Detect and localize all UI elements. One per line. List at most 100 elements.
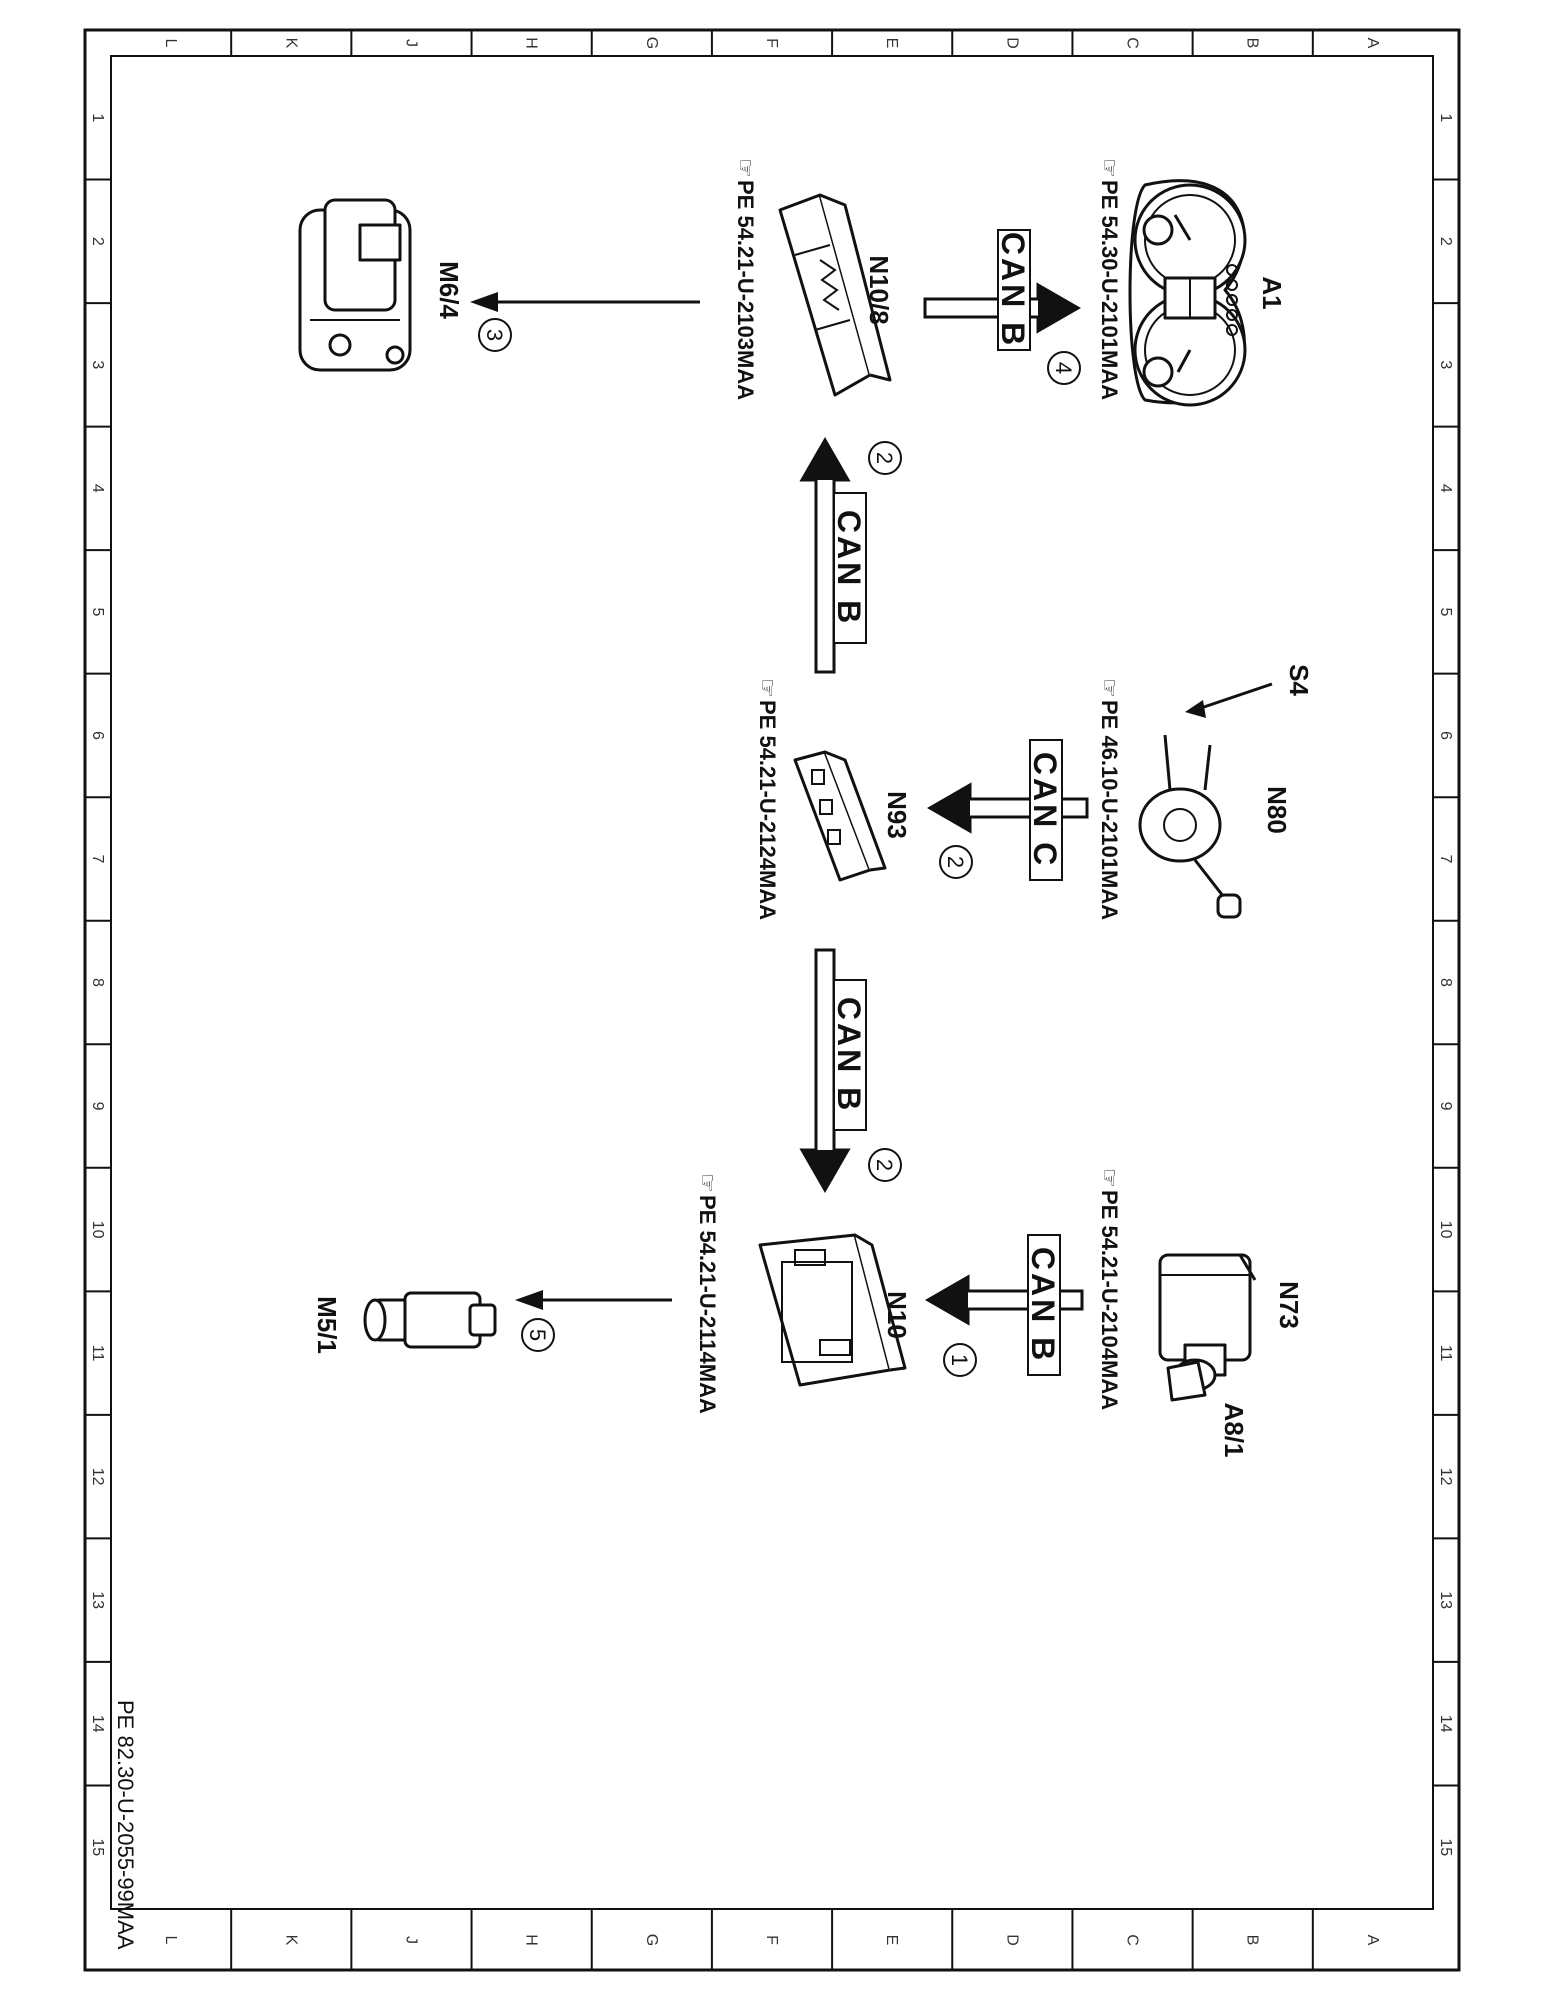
grid-number-label: 13 <box>89 1591 106 1609</box>
can-label-n80-n93: CAN C <box>1027 752 1063 868</box>
grid-letter-label: F <box>763 38 780 48</box>
grid-number-label: 7 <box>1437 855 1454 864</box>
grid-letter-label: G <box>643 37 660 49</box>
grid-letter-label: A <box>1364 38 1381 49</box>
step-badge-4: 4 <box>1047 351 1081 385</box>
inner-frame <box>110 55 1434 1910</box>
can-box-n10-8-a1 <box>997 229 1031 351</box>
arrow-n93-to-n10-8 <box>799 436 851 674</box>
grid-number-label: 12 <box>89 1468 106 1486</box>
n10-reference: PE 54.21-U-2114MAA <box>695 1195 720 1414</box>
n10-8-label: N10/8 <box>864 255 894 324</box>
n80-reference: PE 46.10-U-2101MAA <box>1097 700 1122 920</box>
n93-label: N93 <box>882 791 912 839</box>
grid-letter-label: E <box>883 38 900 49</box>
n80-label: N80 <box>1262 786 1292 834</box>
n10-8-reference-pointer-icon: ☞ <box>733 158 758 178</box>
grid-number-label: 1 <box>1437 113 1454 122</box>
svg-text:2: 2 <box>872 452 897 464</box>
grid-letter-label: B <box>1244 38 1261 49</box>
n73-ignition-switch-icon <box>1158 1253 1257 1377</box>
grid-number-label: 15 <box>89 1838 106 1856</box>
n10-8-module-icon <box>778 193 892 397</box>
s4-label: S4 <box>1284 664 1314 696</box>
n10-8-reference: PE 54.21-U-2103MAA <box>733 180 758 400</box>
a1-reference-pointer-icon: ☞ <box>1097 158 1122 178</box>
step-badge-2-upper: 2 <box>868 441 902 475</box>
grid-number-label: 5 <box>1437 607 1454 616</box>
grid-number-label: 4 <box>89 484 106 493</box>
grid-number-label: 10 <box>1437 1221 1454 1239</box>
grid-letter-label: H <box>523 1934 540 1946</box>
n10-label: N10 <box>882 1291 912 1339</box>
grid-number-label: 1 <box>89 113 106 122</box>
arrow-n73-to-n10 <box>924 1274 1084 1326</box>
n93-reference-pointer-icon: ☞ <box>755 678 780 698</box>
grid-number-label: 3 <box>89 360 106 369</box>
grid-letter-label: G <box>643 1934 660 1946</box>
outer-frame <box>83 28 1461 1972</box>
grid-letter-label: K <box>282 38 299 49</box>
m5-1-label: M5/1 <box>312 1296 342 1354</box>
grid-letter-label: J <box>402 39 419 47</box>
svg-text:2: 2 <box>943 856 968 868</box>
grid-number-label: 12 <box>1437 1468 1454 1486</box>
grid-letter-label: B <box>1244 1935 1261 1946</box>
can-box-n73-n10 <box>1027 1234 1061 1376</box>
arrow-n10-to-m5-1 <box>515 1290 672 1310</box>
a1-label: A1 <box>1257 276 1287 309</box>
svg-text:1: 1 <box>947 1354 972 1366</box>
grid-letter-label: C <box>1124 37 1141 49</box>
grid-letter-label: E <box>883 1935 900 1946</box>
grid-number-label: 5 <box>89 607 106 616</box>
drawing-number: PE 82.30-U-2055-99MAA <box>113 1700 138 1950</box>
svg-text:3: 3 <box>482 329 507 341</box>
s4-pointer-arrowhead <box>1185 700 1206 718</box>
step-badge-3: 3 <box>478 318 512 352</box>
grid-letter-label: L <box>162 39 179 48</box>
m6-4-label: M6/4 <box>434 261 464 319</box>
instrument-cluster-icon <box>1128 179 1247 407</box>
grid-number-label: 13 <box>1437 1591 1454 1609</box>
svg-text:5: 5 <box>525 1329 550 1341</box>
grid-number-label: 9 <box>89 1102 106 1111</box>
grid-letter-label: K <box>282 1935 299 1946</box>
grid-number-label: 7 <box>89 855 106 864</box>
step-badge-5: 5 <box>521 1318 555 1352</box>
grid-number-label: 2 <box>89 237 106 246</box>
step-badge-2-can-c: 2 <box>939 845 973 879</box>
grid-number-label: 2 <box>1437 237 1454 246</box>
grid-number-label: 10 <box>89 1221 106 1239</box>
can-label-n10-8-a1: CAN B <box>995 232 1031 348</box>
m6-4-motor-icon <box>298 198 412 372</box>
grid-number-label: 14 <box>1437 1715 1454 1733</box>
n10-module-icon <box>758 1233 907 1387</box>
grid-number-label: 9 <box>1437 1102 1454 1111</box>
can-box-n93-n10 <box>833 979 867 1131</box>
n80-switch-group-icon <box>1138 734 1242 919</box>
n93-reference: PE 54.21-U-2124MAA <box>755 700 780 920</box>
grid-letter-label: H <box>523 37 540 49</box>
n73-label: N73 <box>1274 1281 1304 1329</box>
grid-letter-label: A <box>1364 1935 1381 1946</box>
n93-module-icon <box>793 750 887 882</box>
can-label-n93-n10: CAN B <box>831 997 867 1113</box>
arrow-n10-8-to-m6-4 <box>470 292 700 312</box>
grid-number-label: 11 <box>89 1345 106 1362</box>
n73-reference-pointer-icon: ☞ <box>1097 1168 1122 1188</box>
grid-number-label: 6 <box>89 731 106 740</box>
svg-text:4: 4 <box>1051 362 1076 374</box>
grid-number-label: 8 <box>89 978 106 987</box>
arrow-n80-to-n93 <box>926 782 1089 834</box>
grid-number-label: 11 <box>1437 1345 1454 1362</box>
grid-number-label: 3 <box>1437 360 1454 369</box>
can-box-n80-n93 <box>1029 739 1063 881</box>
step-badge-1: 1 <box>943 1343 977 1377</box>
grid-letter-label: J <box>402 1936 419 1944</box>
a8-1-label: A8/1 <box>1219 1403 1249 1458</box>
n73-reference: PE 54.21-U-2104MAA <box>1097 1190 1122 1410</box>
grid-number-label: 15 <box>1437 1838 1454 1856</box>
grid-number-label: 4 <box>1437 484 1454 493</box>
